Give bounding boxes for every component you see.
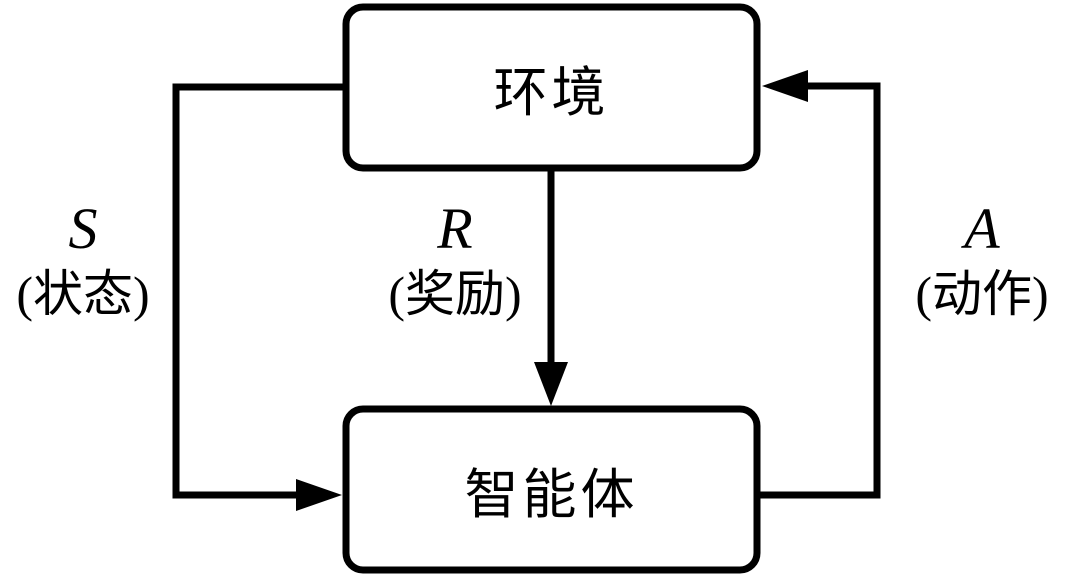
- agent-node-label: 智能体: [464, 465, 639, 525]
- environment-box: [342, 3, 761, 172]
- reward-symbol: R: [437, 196, 473, 261]
- reward-edge-label: R (奖励): [370, 196, 540, 326]
- action-arrow: [757, 70, 881, 499]
- action-caption: (动作): [915, 266, 1049, 322]
- state-arrow: [172, 83, 346, 511]
- reward-caption: (奖励): [388, 266, 522, 322]
- state-edge-label: S (状态): [0, 196, 168, 326]
- reward-arrow: [534, 171, 568, 406]
- action-edge-label: A (动作): [897, 196, 1065, 326]
- state-symbol: S: [68, 196, 98, 261]
- state-caption: (状态): [16, 266, 150, 322]
- environment-node-label: 环境: [493, 63, 610, 123]
- agent-box: [342, 405, 761, 574]
- action-symbol: A: [964, 196, 1000, 261]
